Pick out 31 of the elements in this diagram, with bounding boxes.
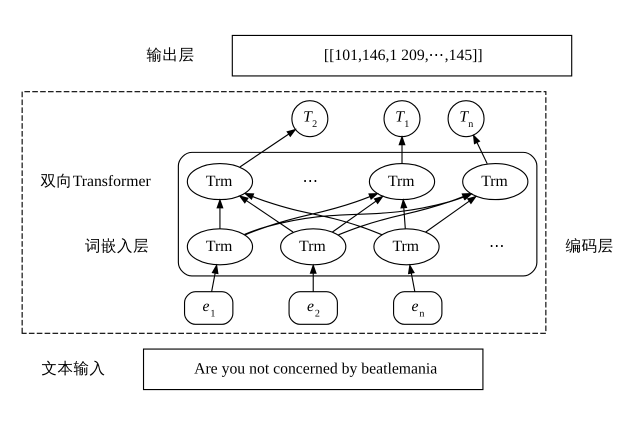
cluster — [178, 152, 538, 277]
label: ⋯ — [489, 238, 506, 255]
cluster — [22, 91, 546, 334]
node-circle: T$_{n}$ — [448, 100, 485, 138]
arrow — [216, 198, 224, 228]
arrow — [472, 134, 488, 164]
arrow — [310, 264, 317, 292]
node-label: 输出层 — [146, 46, 194, 64]
node-label: 文本输入 — [41, 360, 106, 378]
node-ellipse: Trm — [186, 228, 254, 266]
label: ⋯ — [302, 172, 319, 190]
node-ellipse: Trm — [373, 228, 440, 266]
arrow — [408, 264, 416, 292]
arrow — [238, 195, 294, 232]
arrow — [240, 128, 297, 168]
arrow — [425, 196, 478, 232]
node-box: Are you not concerned by beatlemania — [142, 348, 484, 390]
node-box: e$_{n}$ — [393, 291, 442, 325]
node-box: [[101,146,1 209,⋯,145]] — [232, 34, 572, 77]
arrow — [211, 264, 219, 292]
arrow — [332, 196, 384, 232]
node-label: 编码层 — [566, 238, 614, 255]
arrow — [400, 198, 408, 228]
node-label: 双向Transformer — [40, 172, 151, 190]
node-circle: T$_{2}$ — [291, 100, 328, 138]
label: 词嵌入层 — [85, 238, 150, 255]
arrow — [398, 135, 406, 164]
node-box: e$_{2}$ — [288, 291, 338, 325]
node-ellipse: Trm — [280, 228, 346, 266]
node-box: e$_{1}$ — [184, 291, 234, 325]
node-circle: T$_{1}$ — [383, 100, 421, 138]
